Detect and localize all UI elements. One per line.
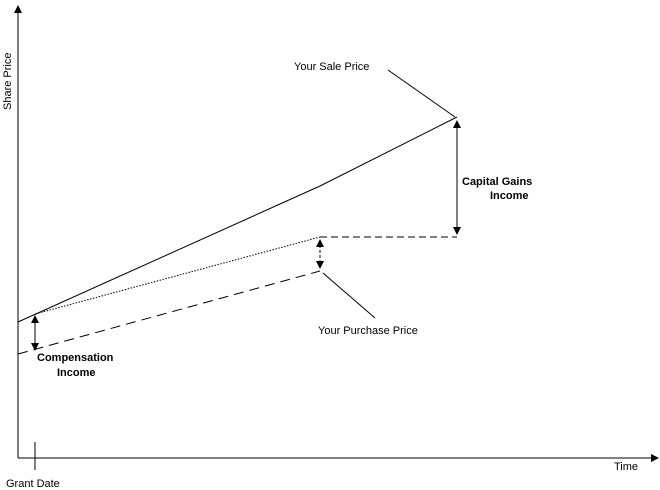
x-axis-label: Time <box>614 461 638 473</box>
purchase-price-label: Your Purchase Price <box>318 325 418 337</box>
y-axis-label: Share Price <box>2 53 14 110</box>
capital-gains-label-line1: Capital Gains <box>462 176 532 188</box>
purchase-price-dashed-line <box>17 270 321 355</box>
share-price-line <box>17 116 458 323</box>
capital-gains-label-line2: Income <box>490 190 529 202</box>
sale-price-leader <box>387 69 456 118</box>
dotted-price-line <box>34 236 321 315</box>
purchase-price-leader <box>322 272 376 319</box>
sale-price-label: Your Sale Price <box>294 61 369 73</box>
compensation-label-line1: Compensation <box>37 352 114 364</box>
grant-date-label: Grant Date <box>6 478 60 490</box>
compensation-label-line2: Income <box>57 367 96 379</box>
